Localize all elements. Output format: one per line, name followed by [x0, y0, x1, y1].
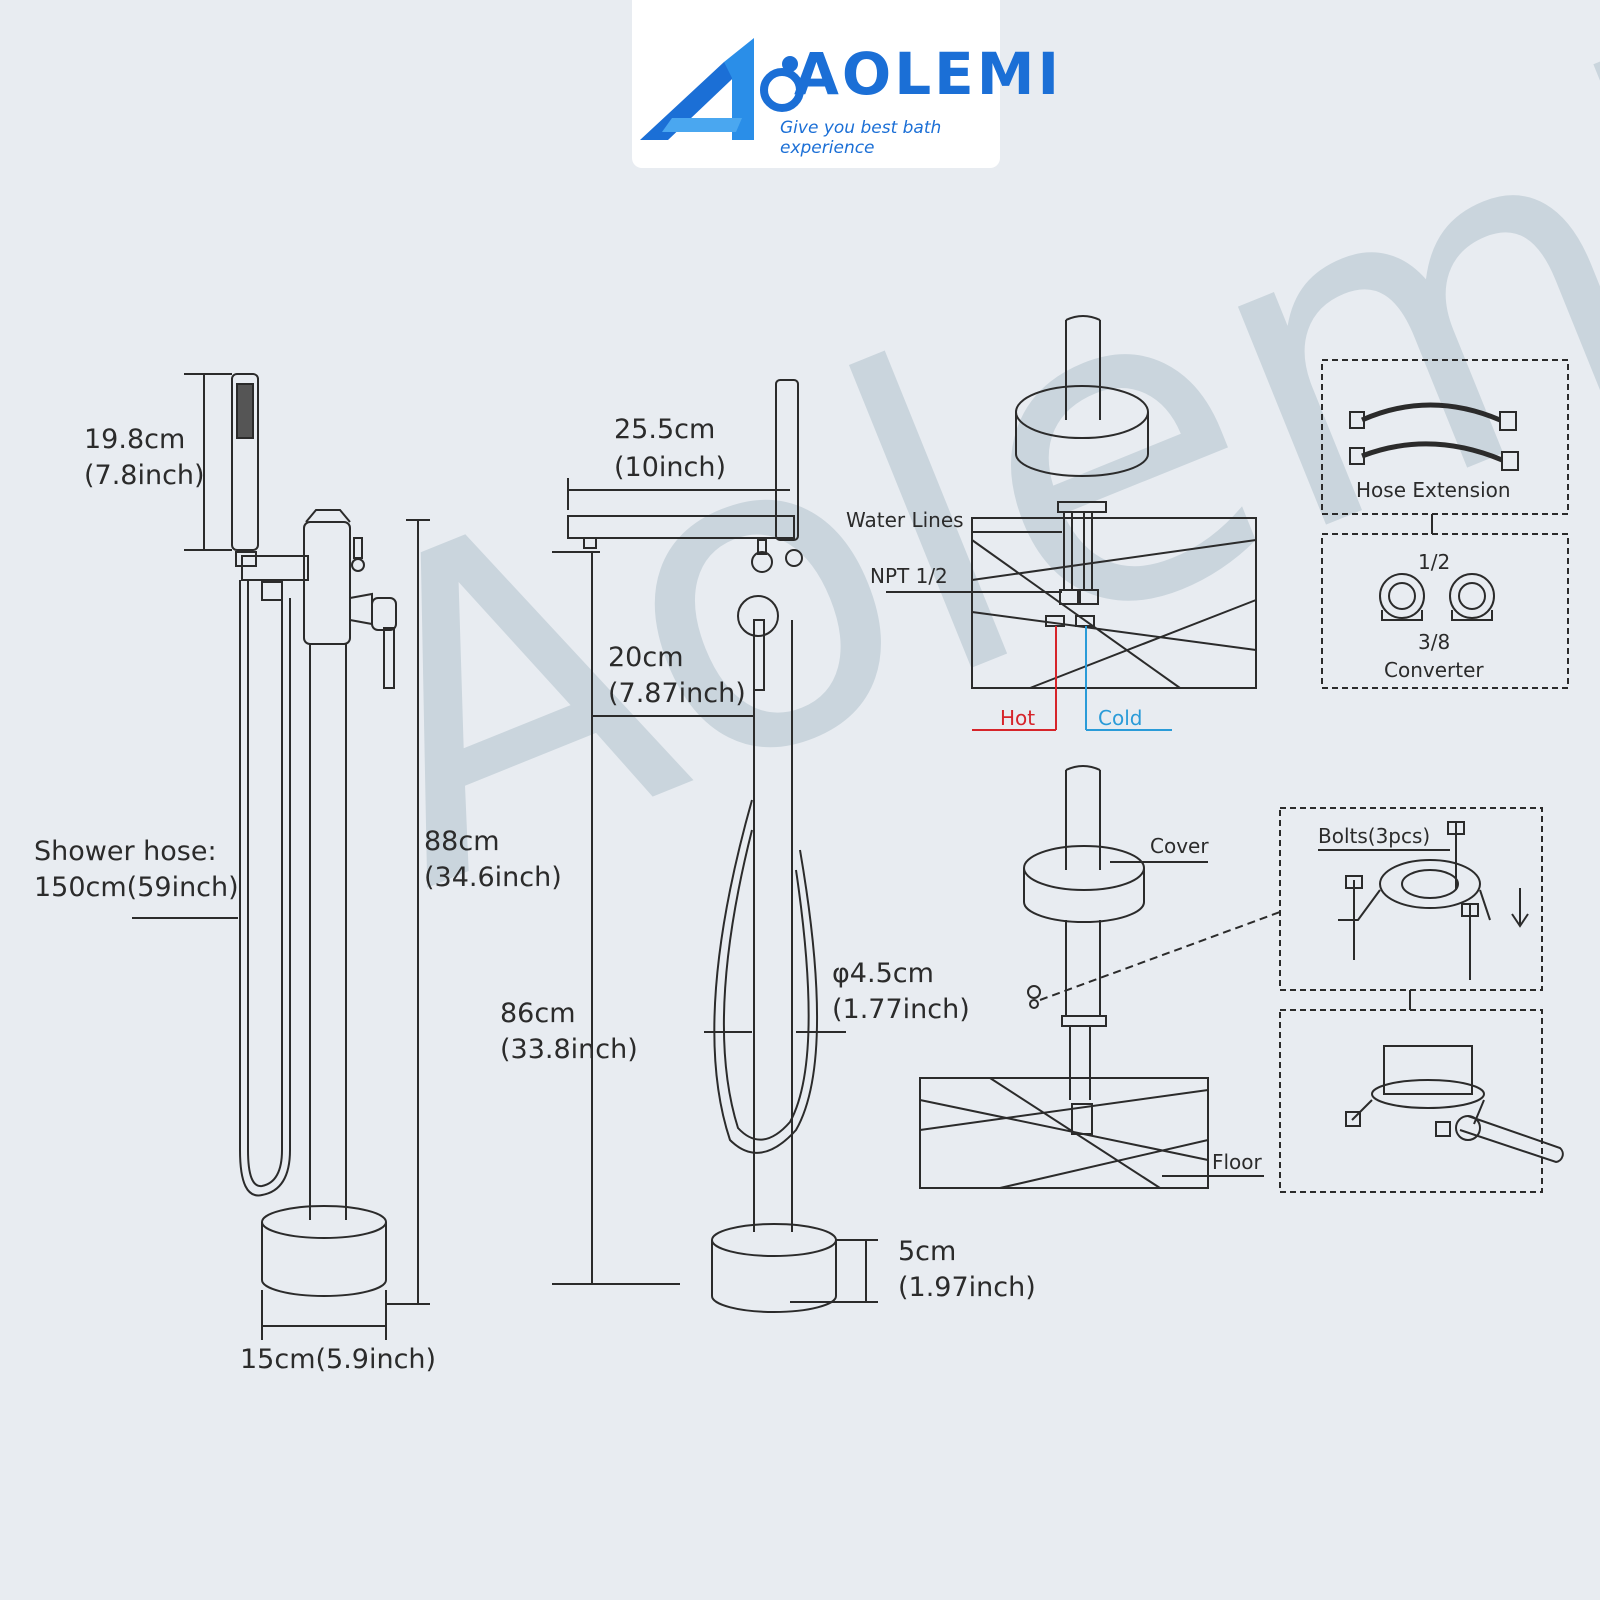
install-diagram-top — [971, 315, 1257, 689]
converter-top-size: 1/2 — [1418, 550, 1451, 574]
total-height-in: (34.6inch) — [424, 862, 562, 893]
handle-distance-in: (7.87inch) — [608, 678, 746, 709]
water-lines-label: Water Lines — [846, 508, 964, 532]
converter-label: Converter — [1384, 658, 1484, 682]
brand-name: AOLEMI — [794, 40, 1063, 108]
spout-reach-cm: 25.5cm — [614, 414, 716, 445]
bolts-label: Bolts(3pcs) — [1318, 824, 1431, 848]
cover-label: Cover — [1150, 834, 1209, 858]
floor-label: Floor — [1212, 1150, 1262, 1174]
shower-hose-length: 150cm(59inch) — [34, 872, 239, 903]
brand-tagline: Give you best bath experience — [780, 118, 942, 158]
pipe-diameter-in: (1.77inch) — [832, 994, 970, 1025]
install-diagram-bottom — [919, 765, 1281, 1189]
total-height-cm: 88cm — [424, 826, 500, 857]
hot-label: Hot — [1000, 706, 1036, 730]
hose-extension-box — [1321, 359, 1569, 534]
shower-hose-label: Shower hose: — [34, 836, 217, 867]
logo-mark-icon — [640, 38, 804, 140]
spout-reach-in: (10inch) — [614, 452, 726, 483]
pipe-diameter-cm: φ4.5cm — [832, 958, 934, 989]
cold-label: Cold — [1098, 706, 1143, 730]
base-diameter: 15cm(5.9inch) — [240, 1344, 437, 1375]
dim-lines-left — [132, 373, 430, 1340]
faucet-side-view — [567, 379, 837, 1313]
dim-lines-middle — [552, 478, 878, 1303]
handshower-height-cm: 19.8cm — [84, 424, 186, 455]
base-height-cm: 5cm — [898, 1236, 957, 1267]
handshower-height-in: (7.8inch) — [84, 460, 205, 491]
spout-height-cm: 86cm — [500, 998, 576, 1029]
faucet-front-view — [231, 373, 397, 1297]
bolts-box — [1279, 807, 1543, 1010]
handle-distance-cm: 20cm — [608, 642, 684, 673]
converter-bottom-size: 3/8 — [1418, 630, 1451, 654]
brand-logo: AOLEMI Give you best bath experience — [632, 0, 1059, 168]
wrench-box — [1279, 1009, 1564, 1193]
converter-box — [1321, 533, 1569, 689]
npt-label: NPT 1/2 — [870, 564, 948, 588]
base-height-in: (1.97inch) — [898, 1272, 1036, 1303]
spout-height-in: (33.8inch) — [500, 1034, 638, 1065]
hose-extension-label: Hose Extension — [1356, 478, 1511, 502]
